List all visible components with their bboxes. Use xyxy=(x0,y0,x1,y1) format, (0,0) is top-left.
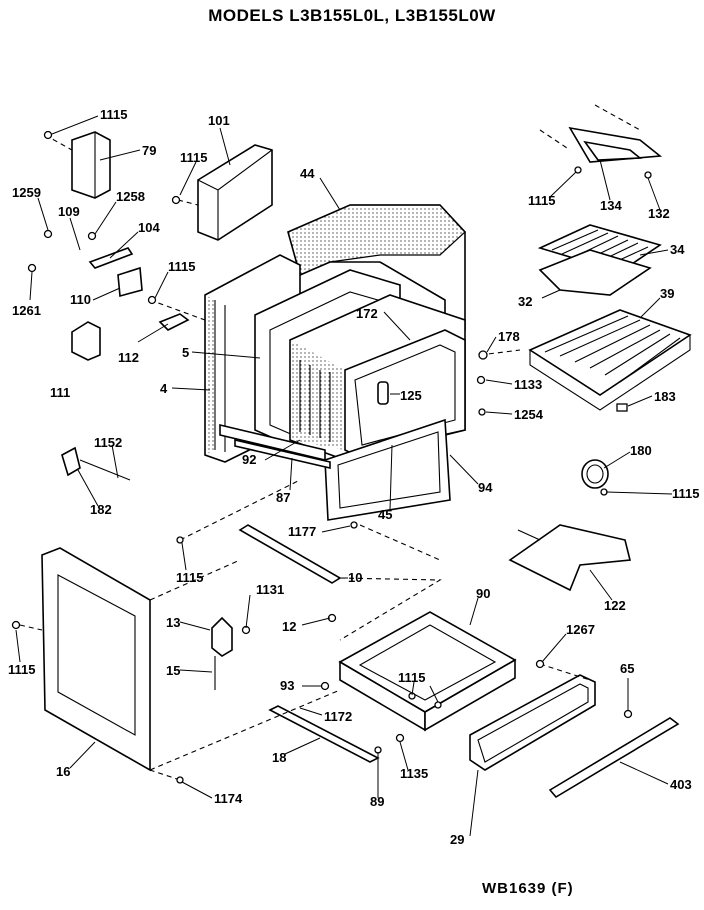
callout: 1135 xyxy=(400,766,428,781)
diagram-code: WB1639 (F) xyxy=(482,880,574,897)
callout: 13 xyxy=(166,615,180,630)
callout: 172 xyxy=(356,306,378,321)
callout: 94 xyxy=(478,480,493,495)
callout: 29 xyxy=(450,832,464,847)
oven-rack xyxy=(528,309,692,411)
callout: 1115 xyxy=(8,662,36,677)
callout: 34 xyxy=(670,242,685,257)
callout: 111 xyxy=(50,385,70,400)
callout: 32 xyxy=(518,294,532,309)
callout: 104 xyxy=(138,220,160,235)
callout: 92 xyxy=(242,452,256,467)
callout: 4 xyxy=(160,381,168,396)
oven-lamp xyxy=(377,381,389,405)
oven-top-shroud xyxy=(287,204,466,358)
leader-lines xyxy=(15,115,673,837)
callout: 1172 xyxy=(324,709,352,724)
callout: 16 xyxy=(56,764,70,779)
callout: 45 xyxy=(378,507,392,522)
storage-drawer xyxy=(338,611,517,732)
callout: 183 xyxy=(654,389,676,404)
callout: 110 xyxy=(70,292,91,307)
callout: 15 xyxy=(166,663,180,678)
callout: 1261 xyxy=(12,303,41,318)
callout: 1115 xyxy=(176,570,204,585)
callout: 1174 xyxy=(214,791,243,806)
callout-labels: 1115 79 101 1115 44 1259 109 1258 104 12… xyxy=(8,107,700,847)
diagram-title: MODELS L3B155L0L, L3B155L0W xyxy=(208,6,496,25)
callout: 79 xyxy=(142,143,156,158)
bracket-110 xyxy=(117,266,143,298)
callout: 109 xyxy=(58,204,80,219)
assembly-lines xyxy=(19,104,641,781)
callout: 1115 xyxy=(100,107,128,122)
callout: 1133 xyxy=(514,377,542,392)
callout: 178 xyxy=(498,329,520,344)
trim-strip-403 xyxy=(548,717,680,799)
callout: 10 xyxy=(348,570,362,585)
callout: 1131 xyxy=(256,582,284,597)
callout: 182 xyxy=(90,502,112,517)
callout: 180 xyxy=(630,443,652,458)
callout: 1152 xyxy=(94,435,122,450)
broil-pan xyxy=(538,249,652,296)
callout: 132 xyxy=(648,206,670,221)
bracket-79 xyxy=(71,131,111,199)
hinge-182 xyxy=(61,446,131,481)
bottom-frame xyxy=(219,423,331,470)
callout: 1254 xyxy=(514,407,544,422)
callout: 1115 xyxy=(168,259,196,274)
callout: 93 xyxy=(280,678,294,693)
callout: 1115 xyxy=(398,670,426,685)
cover-101 xyxy=(197,144,273,241)
callout: 65 xyxy=(620,661,634,676)
callout: 1115 xyxy=(180,150,208,165)
bracket-111 xyxy=(71,321,101,361)
oven-door-inner xyxy=(324,418,451,521)
callout: 89 xyxy=(370,794,384,809)
callout: 5 xyxy=(182,345,189,360)
bracket-112 xyxy=(158,313,190,331)
callout: 1259 xyxy=(12,185,41,200)
callout: 101 xyxy=(208,113,230,128)
callout: 1177 xyxy=(288,524,316,539)
callout: 1267 xyxy=(566,622,595,637)
callout: 1115 xyxy=(672,486,700,501)
drawer-front-panel xyxy=(469,674,596,771)
callout: 12 xyxy=(282,619,296,634)
callout: 18 xyxy=(272,750,286,765)
callout: 87 xyxy=(276,490,290,505)
callout: 90 xyxy=(476,586,490,601)
callout: 403 xyxy=(670,777,692,792)
callout: 44 xyxy=(300,166,315,181)
broil-pan-insert xyxy=(568,126,663,163)
callout: 125 xyxy=(400,388,422,403)
hinge-clip xyxy=(211,616,233,690)
bake-element-122 xyxy=(508,524,632,592)
callout: 1258 xyxy=(116,189,145,204)
callout: 122 xyxy=(604,598,626,613)
callout: 1115 xyxy=(528,193,556,208)
outer-door xyxy=(41,547,151,772)
bracket-104 xyxy=(88,247,134,269)
callout: 39 xyxy=(660,286,674,301)
callout: 134 xyxy=(600,198,622,213)
oven-front-frame xyxy=(289,294,466,461)
gasket-ring-180 xyxy=(581,459,609,489)
callout: 112 xyxy=(118,350,139,365)
